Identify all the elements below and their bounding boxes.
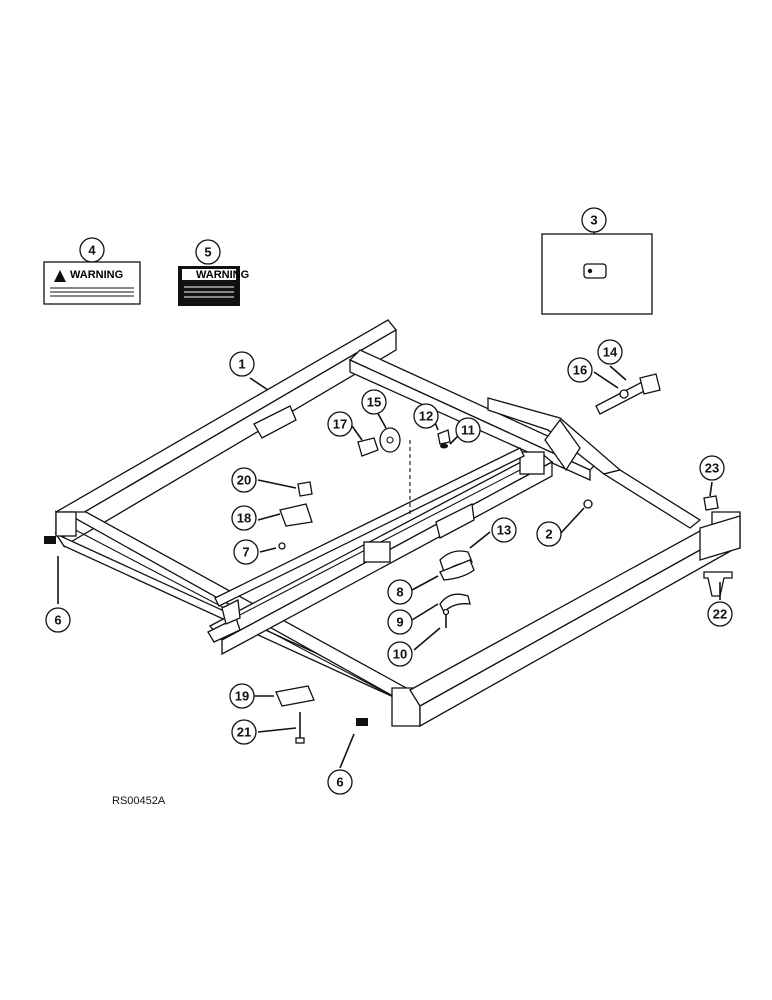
item-22-ubolt: [703, 571, 733, 597]
callout-6-left: 6: [45, 607, 71, 633]
item-10-bolt: [442, 608, 450, 628]
item-23-nut: [703, 495, 719, 511]
item-15-washer: [379, 427, 401, 453]
svg-text:23: 23: [705, 461, 719, 476]
item-2-nut: [583, 499, 593, 509]
callout-12: 12: [413, 403, 439, 429]
svg-text:20: 20: [237, 473, 251, 488]
callout-11: 11: [455, 417, 481, 443]
svg-text:22: 22: [713, 607, 727, 622]
callout-15: 15: [361, 389, 387, 415]
item-7-bolt: [278, 542, 286, 550]
item-9-clamp: [439, 593, 471, 614]
callout-17: 17: [327, 411, 353, 437]
item-6-reflector-right: [356, 718, 368, 726]
item-11-lockwasher: [440, 443, 448, 449]
svg-text:6: 6: [336, 775, 343, 790]
svg-text:5: 5: [204, 245, 211, 260]
callout-21: 21: [231, 719, 257, 745]
reference-code: RS00452A: [112, 795, 166, 807]
item-3-part: [583, 263, 607, 279]
callout-9: 9: [387, 609, 413, 635]
item-8-clamp: [439, 559, 475, 581]
callout-16: 16: [567, 357, 593, 383]
svg-text:18: 18: [237, 511, 251, 526]
item-20-nut: [297, 481, 313, 497]
svg-text:3: 3: [590, 213, 597, 228]
svg-text:16: 16: [573, 363, 587, 378]
main-frame: [54, 319, 741, 728]
callout-5: 5: [195, 239, 221, 265]
svg-text:11: 11: [461, 423, 475, 438]
svg-text:17: 17: [333, 417, 347, 432]
item-18-plate: [279, 503, 313, 527]
svg-text:6: 6: [54, 613, 61, 628]
svg-text:12: 12: [419, 409, 433, 424]
callout-20: 20: [231, 467, 257, 493]
svg-text:21: 21: [237, 725, 251, 740]
callout-7: 7: [233, 539, 259, 565]
svg-text:14: 14: [603, 345, 618, 360]
svg-text:2: 2: [545, 527, 552, 542]
callout-14: 14: [597, 339, 623, 365]
item-12-nut: [437, 429, 451, 445]
callout-13: 13: [491, 517, 517, 543]
callout-6-right: 6: [327, 769, 353, 795]
callout-19: 19: [229, 683, 255, 709]
svg-text:9: 9: [396, 615, 403, 630]
svg-text:19: 19: [235, 689, 249, 704]
item-21-bolt: [295, 712, 305, 744]
decal-4: WARNING: [43, 261, 141, 305]
callout-10: 10: [387, 641, 413, 667]
callout-3: 3: [581, 207, 607, 233]
svg-text:1: 1: [238, 357, 245, 372]
hardware-parts: [44, 233, 733, 744]
callouts: 1 2 3 4 5 6 6 7 8 9 10 11 12 13 14 15 16…: [45, 207, 733, 795]
svg-text:10: 10: [393, 647, 407, 662]
callout-1: 1: [229, 351, 255, 377]
item-17-nut: [357, 437, 379, 457]
svg-text:8: 8: [396, 585, 403, 600]
callout-2: 2: [536, 521, 562, 547]
callout-23: 23: [699, 455, 725, 481]
decal-5-heading: WARNING: [196, 269, 249, 281]
svg-text:13: 13: [497, 523, 511, 538]
item-6-reflector-left: [44, 536, 56, 544]
callout-8: 8: [387, 579, 413, 605]
callout-4: 4: [79, 237, 105, 263]
svg-text:7: 7: [242, 545, 249, 560]
callout-22: 22: [707, 601, 733, 627]
decal-5: WARNING: [178, 266, 249, 306]
item-16-washer: [619, 389, 629, 399]
callout-18: 18: [231, 505, 257, 531]
svg-text:4: 4: [88, 243, 96, 258]
item-19-plate: [275, 685, 315, 707]
svg-text:15: 15: [367, 395, 381, 410]
decal-4-heading: WARNING: [70, 269, 123, 281]
